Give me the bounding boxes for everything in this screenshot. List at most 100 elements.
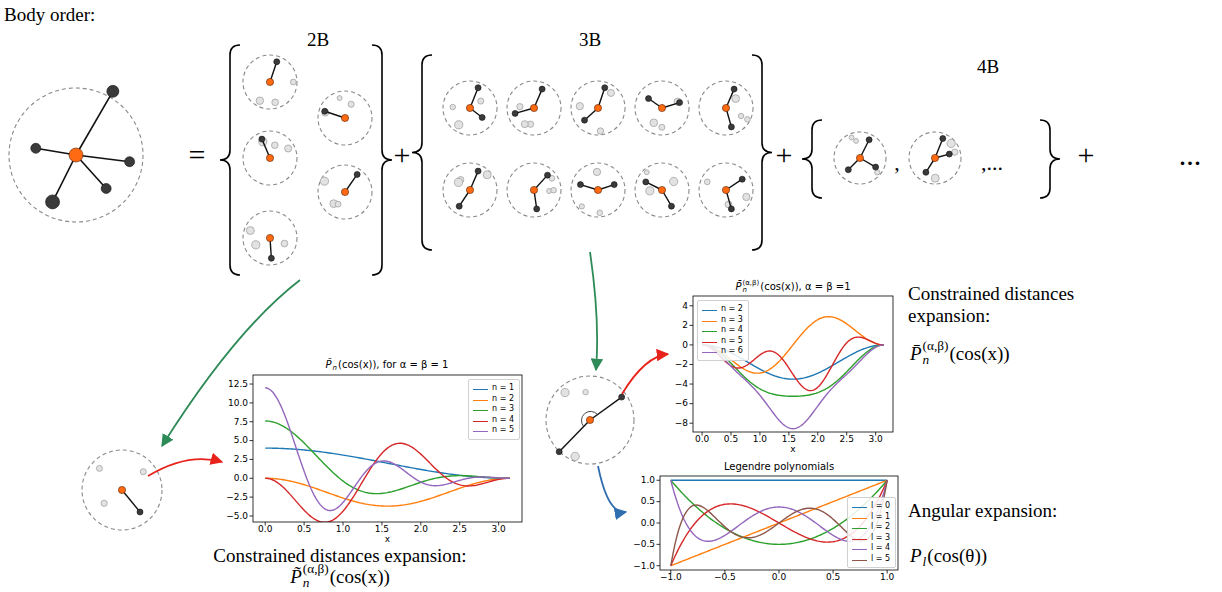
neighbor-atom [256,97,264,105]
neighbor-atom [521,121,528,128]
math-symbol: P̄ [910,344,922,363]
neighbor-atom [644,170,649,175]
neighbor-atom [670,177,678,185]
tick-mark [690,344,694,345]
cutoff-sphere [699,163,753,217]
central-atom [341,114,348,121]
neighbor-atom [455,121,463,129]
tick-label: −0.5 [633,539,655,549]
neighbor-atom [456,203,462,209]
central-atom [530,186,537,193]
neighbor-atom [728,124,734,130]
tick-label: 2.5 [453,524,467,534]
tick-label: −2 [675,359,688,369]
neighbor-atom [271,142,278,149]
label-text: = [189,138,206,173]
neighbor-atom [602,85,608,91]
tick-label: 4 [682,301,688,311]
tick-label: 7.5 [234,417,248,427]
tick-mark [250,497,254,498]
neighbor-atom [475,85,481,91]
neighbor-atom [348,101,354,107]
math-index: n [742,287,746,294]
tick-label: 2.0 [414,524,428,534]
legend-line [852,507,867,508]
label-text: Body order: [4,4,95,26]
central-atom [658,104,665,111]
neighbor-atom [31,143,41,153]
neighbor-atom [517,104,523,110]
central-atom [722,186,729,193]
neighbor-atom [739,176,745,182]
neighbor-atom [125,157,135,167]
axis-label: x [790,444,795,454]
neighbor-atom [101,500,107,506]
legend-text: n = 6 [721,346,743,355]
neighbor-atom [561,389,569,397]
tick-label: 0.0 [772,572,786,582]
tick-label: 10.0 [228,398,248,408]
tick-label: 1.0 [336,524,350,534]
neighbor-atom [246,227,254,235]
neighbor-atom [551,187,557,193]
central-atom [266,234,273,241]
bond [559,420,590,452]
brace [752,55,772,250]
neighbor-atom [46,195,60,209]
plots [250,296,899,574]
neighbor-atom [593,168,600,175]
bond [76,155,130,162]
neighbor-atom [479,114,485,120]
neighbor-atom [597,210,603,216]
brace [220,45,240,275]
cutoff-sphere [635,81,689,135]
neighbor-atom [545,172,551,178]
label-text: + [394,138,411,173]
legend-text: l = 5 [871,554,890,563]
central-atom [856,154,863,161]
central-atom [466,186,473,193]
cutoff-sphere [82,450,162,530]
plot-legend: n = 2n = 3n = 4n = 5n = 6 [697,300,749,361]
tick-mark [250,402,254,403]
neighbor-atom [646,187,654,195]
neighbor-atom [454,178,462,186]
cutoff-sphere [507,81,561,135]
polynomial-curve [671,480,887,481]
cutoff-sphere [546,376,634,464]
tick-label: 2.5 [840,434,854,444]
neighbor-atom [320,177,328,185]
central-atom [69,148,83,162]
tick-mark [250,421,254,422]
math-index: n [923,353,930,366]
legend-line [473,421,488,422]
central-atom [586,416,593,423]
legend-text: l = 2 [871,522,890,531]
neighbor-atom [583,389,589,395]
neighbor-atom [875,170,880,175]
tick-mark [690,403,694,404]
neighbor-atom [272,99,279,106]
neighbor-atom [866,137,872,143]
cutoff-sphere [699,81,753,135]
legend-line [473,431,488,432]
neighbor-atom [849,135,854,140]
neighbor-atom [290,79,296,85]
math-index: (α,β) [303,562,329,575]
neighbor-atom [534,206,540,212]
central-atom [594,104,601,111]
neighbor-atom [274,59,280,65]
math-index: n [333,365,337,372]
tick-label: −4 [675,379,688,389]
neighbor-atom [643,179,649,185]
math-symbol: P̃ [326,360,332,370]
brace [1040,120,1060,198]
tick-label: −0.5 [714,572,736,582]
green-arrow [162,280,300,446]
neighbor-atom [582,117,588,123]
tick-mark [657,565,661,566]
arrows [148,252,668,512]
neighbor-atom [335,201,341,207]
math-symbol: (cos(x)), α = β =1 [760,282,850,292]
neighbor-atom [931,174,939,182]
